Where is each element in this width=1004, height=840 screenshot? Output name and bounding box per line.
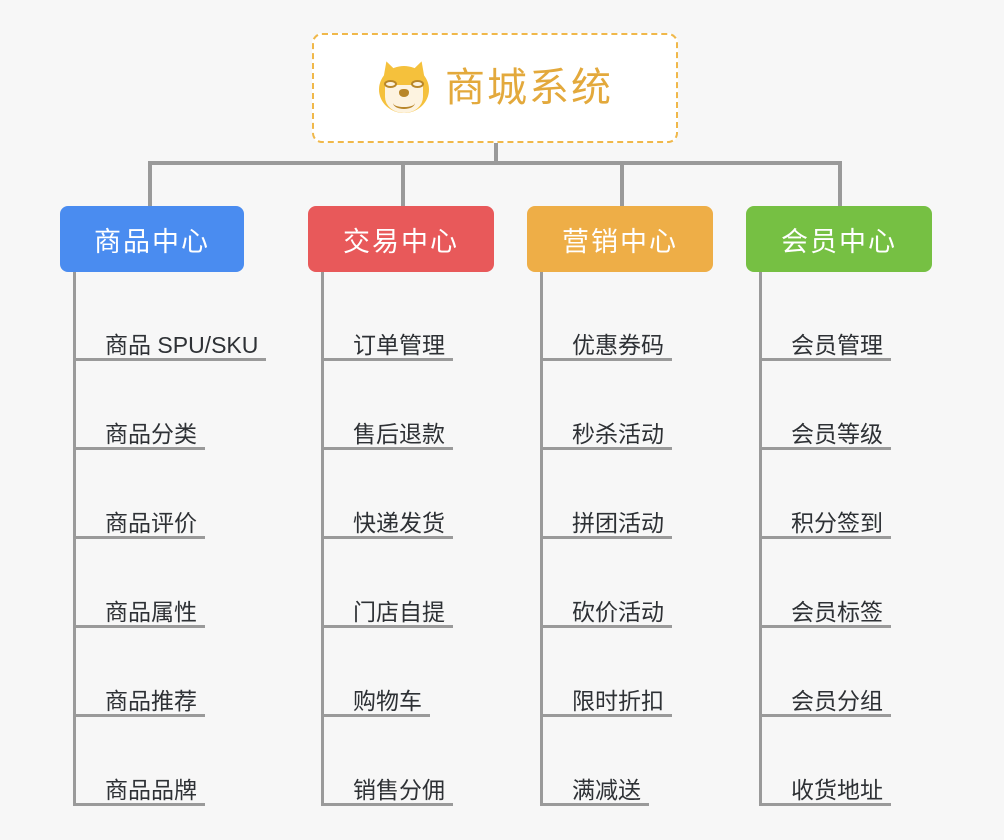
leaf-label[interactable]: 销售分佣	[353, 777, 445, 803]
connector-bus	[148, 161, 840, 165]
leaf-list-3: 优惠券码 秒杀活动 拼团活动 砍价活动 限时折扣 满减送	[527, 272, 713, 806]
leaf-item: 会员等级	[746, 361, 932, 450]
leaf-label[interactable]: 快递发货	[353, 510, 445, 536]
leaf-rule	[759, 714, 891, 717]
leaf-rule	[540, 447, 672, 450]
leaf-list-2: 订单管理 售后退款 快递发货 门店自提 购物车 销售分佣	[308, 272, 494, 806]
leaf-label[interactable]: 购物车	[353, 688, 422, 714]
leaf-label[interactable]: 会员管理	[791, 332, 883, 358]
leaf-item: 门店自提	[308, 539, 494, 628]
connector-drop-1	[148, 161, 152, 206]
leaf-label[interactable]: 门店自提	[353, 599, 445, 625]
leaf-label[interactable]: 商品品牌	[105, 777, 197, 803]
connector-root-stem	[494, 143, 498, 163]
leaf-trunk-4	[759, 272, 762, 806]
connector-drop-4	[838, 161, 842, 206]
leaf-rule	[540, 803, 649, 806]
leaf-item: 会员分组	[746, 628, 932, 717]
leaf-label[interactable]: 商品评价	[105, 510, 197, 536]
leaf-item: 优惠券码	[527, 272, 713, 361]
leaf-item: 销售分佣	[308, 717, 494, 806]
leaf-rule	[73, 358, 266, 361]
leaf-label[interactable]: 商品推荐	[105, 688, 197, 714]
leaf-trunk-2	[321, 272, 324, 806]
leaf-item: 购物车	[308, 628, 494, 717]
leaf-item: 商品推荐	[60, 628, 244, 717]
leaf-item: 满减送	[527, 717, 713, 806]
root-title: 商城系统	[445, 66, 613, 110]
leaf-item: 会员标签	[746, 539, 932, 628]
leaf-list-1: 商品 SPU/SKU 商品分类 商品评价 商品属性 商品推荐 商品品牌	[60, 272, 266, 806]
leaf-rule	[759, 447, 891, 450]
leaf-item: 积分签到	[746, 450, 932, 539]
category-column-4: 会员中心 会员管理 会员等级 积分签到 会员标签 会员分组 收货地址	[746, 206, 932, 806]
leaf-label[interactable]: 拼团活动	[572, 510, 664, 536]
category-header-1[interactable]: 商品中心	[60, 206, 244, 272]
category-header-2[interactable]: 交易中心	[308, 206, 494, 272]
leaf-list-4: 会员管理 会员等级 积分签到 会员标签 会员分组 收货地址	[746, 272, 932, 806]
leaf-rule	[540, 536, 672, 539]
leaf-label[interactable]: 商品属性	[105, 599, 197, 625]
leaf-trunk-1	[73, 272, 76, 806]
leaf-label[interactable]: 积分签到	[791, 510, 883, 536]
leaf-label[interactable]: 商品 SPU/SKU	[105, 332, 259, 358]
leaf-item: 商品品牌	[60, 717, 244, 806]
leaf-label[interactable]: 优惠券码	[572, 332, 664, 358]
leaf-rule	[759, 803, 891, 806]
leaf-label[interactable]: 会员分组	[791, 688, 883, 714]
leaf-rule	[540, 625, 672, 628]
leaf-rule	[759, 625, 891, 628]
leaf-rule	[540, 714, 672, 717]
leaf-rule	[73, 625, 205, 628]
leaf-label[interactable]: 会员等级	[791, 421, 883, 447]
category-header-4[interactable]: 会员中心	[746, 206, 932, 272]
leaf-label[interactable]: 售后退款	[353, 421, 445, 447]
leaf-rule	[73, 536, 205, 539]
leaf-rule	[321, 625, 453, 628]
leaf-rule	[759, 358, 891, 361]
leaf-item: 售后退款	[308, 361, 494, 450]
leaf-item: 商品属性	[60, 539, 244, 628]
leaf-label[interactable]: 会员标签	[791, 599, 883, 625]
category-column-3: 营销中心 优惠券码 秒杀活动 拼团活动 砍价活动 限时折扣 满减送	[527, 206, 713, 806]
connector-drop-2	[401, 161, 405, 206]
leaf-label[interactable]: 满减送	[572, 777, 641, 803]
leaf-item: 拼团活动	[527, 450, 713, 539]
leaf-rule	[73, 447, 205, 450]
leaf-label[interactable]: 秒杀活动	[572, 421, 664, 447]
leaf-item: 商品评价	[60, 450, 244, 539]
dog-face-icon	[377, 58, 431, 115]
leaf-trunk-3	[540, 272, 543, 806]
leaf-rule	[321, 447, 453, 450]
leaf-rule	[73, 714, 205, 717]
leaf-rule	[321, 536, 453, 539]
leaf-label[interactable]: 商品分类	[105, 421, 197, 447]
leaf-label[interactable]: 限时折扣	[572, 688, 664, 714]
leaf-item: 收货地址	[746, 717, 932, 806]
leaf-label[interactable]: 订单管理	[353, 332, 445, 358]
connector-drop-3	[620, 161, 624, 206]
category-header-3[interactable]: 营销中心	[527, 206, 713, 272]
category-column-2: 交易中心 订单管理 售后退款 快递发货 门店自提 购物车 销售分佣	[308, 206, 494, 806]
leaf-item: 快递发货	[308, 450, 494, 539]
leaf-rule	[759, 536, 891, 539]
leaf-item: 订单管理	[308, 272, 494, 361]
leaf-label[interactable]: 砍价活动	[572, 599, 664, 625]
leaf-item: 秒杀活动	[527, 361, 713, 450]
leaf-item: 会员管理	[746, 272, 932, 361]
leaf-item: 商品分类	[60, 361, 244, 450]
root-node[interactable]: 商城系统	[312, 33, 678, 143]
leaf-label[interactable]: 收货地址	[791, 777, 883, 803]
leaf-rule	[73, 803, 205, 806]
leaf-rule	[321, 714, 430, 717]
category-column-1: 商品中心 商品 SPU/SKU 商品分类 商品评价 商品属性 商品推荐 商品品牌	[60, 206, 266, 806]
leaf-item: 商品 SPU/SKU	[60, 272, 266, 361]
leaf-item: 限时折扣	[527, 628, 713, 717]
leaf-rule	[321, 358, 453, 361]
leaf-rule	[321, 803, 453, 806]
leaf-rule	[540, 358, 672, 361]
leaf-item: 砍价活动	[527, 539, 713, 628]
